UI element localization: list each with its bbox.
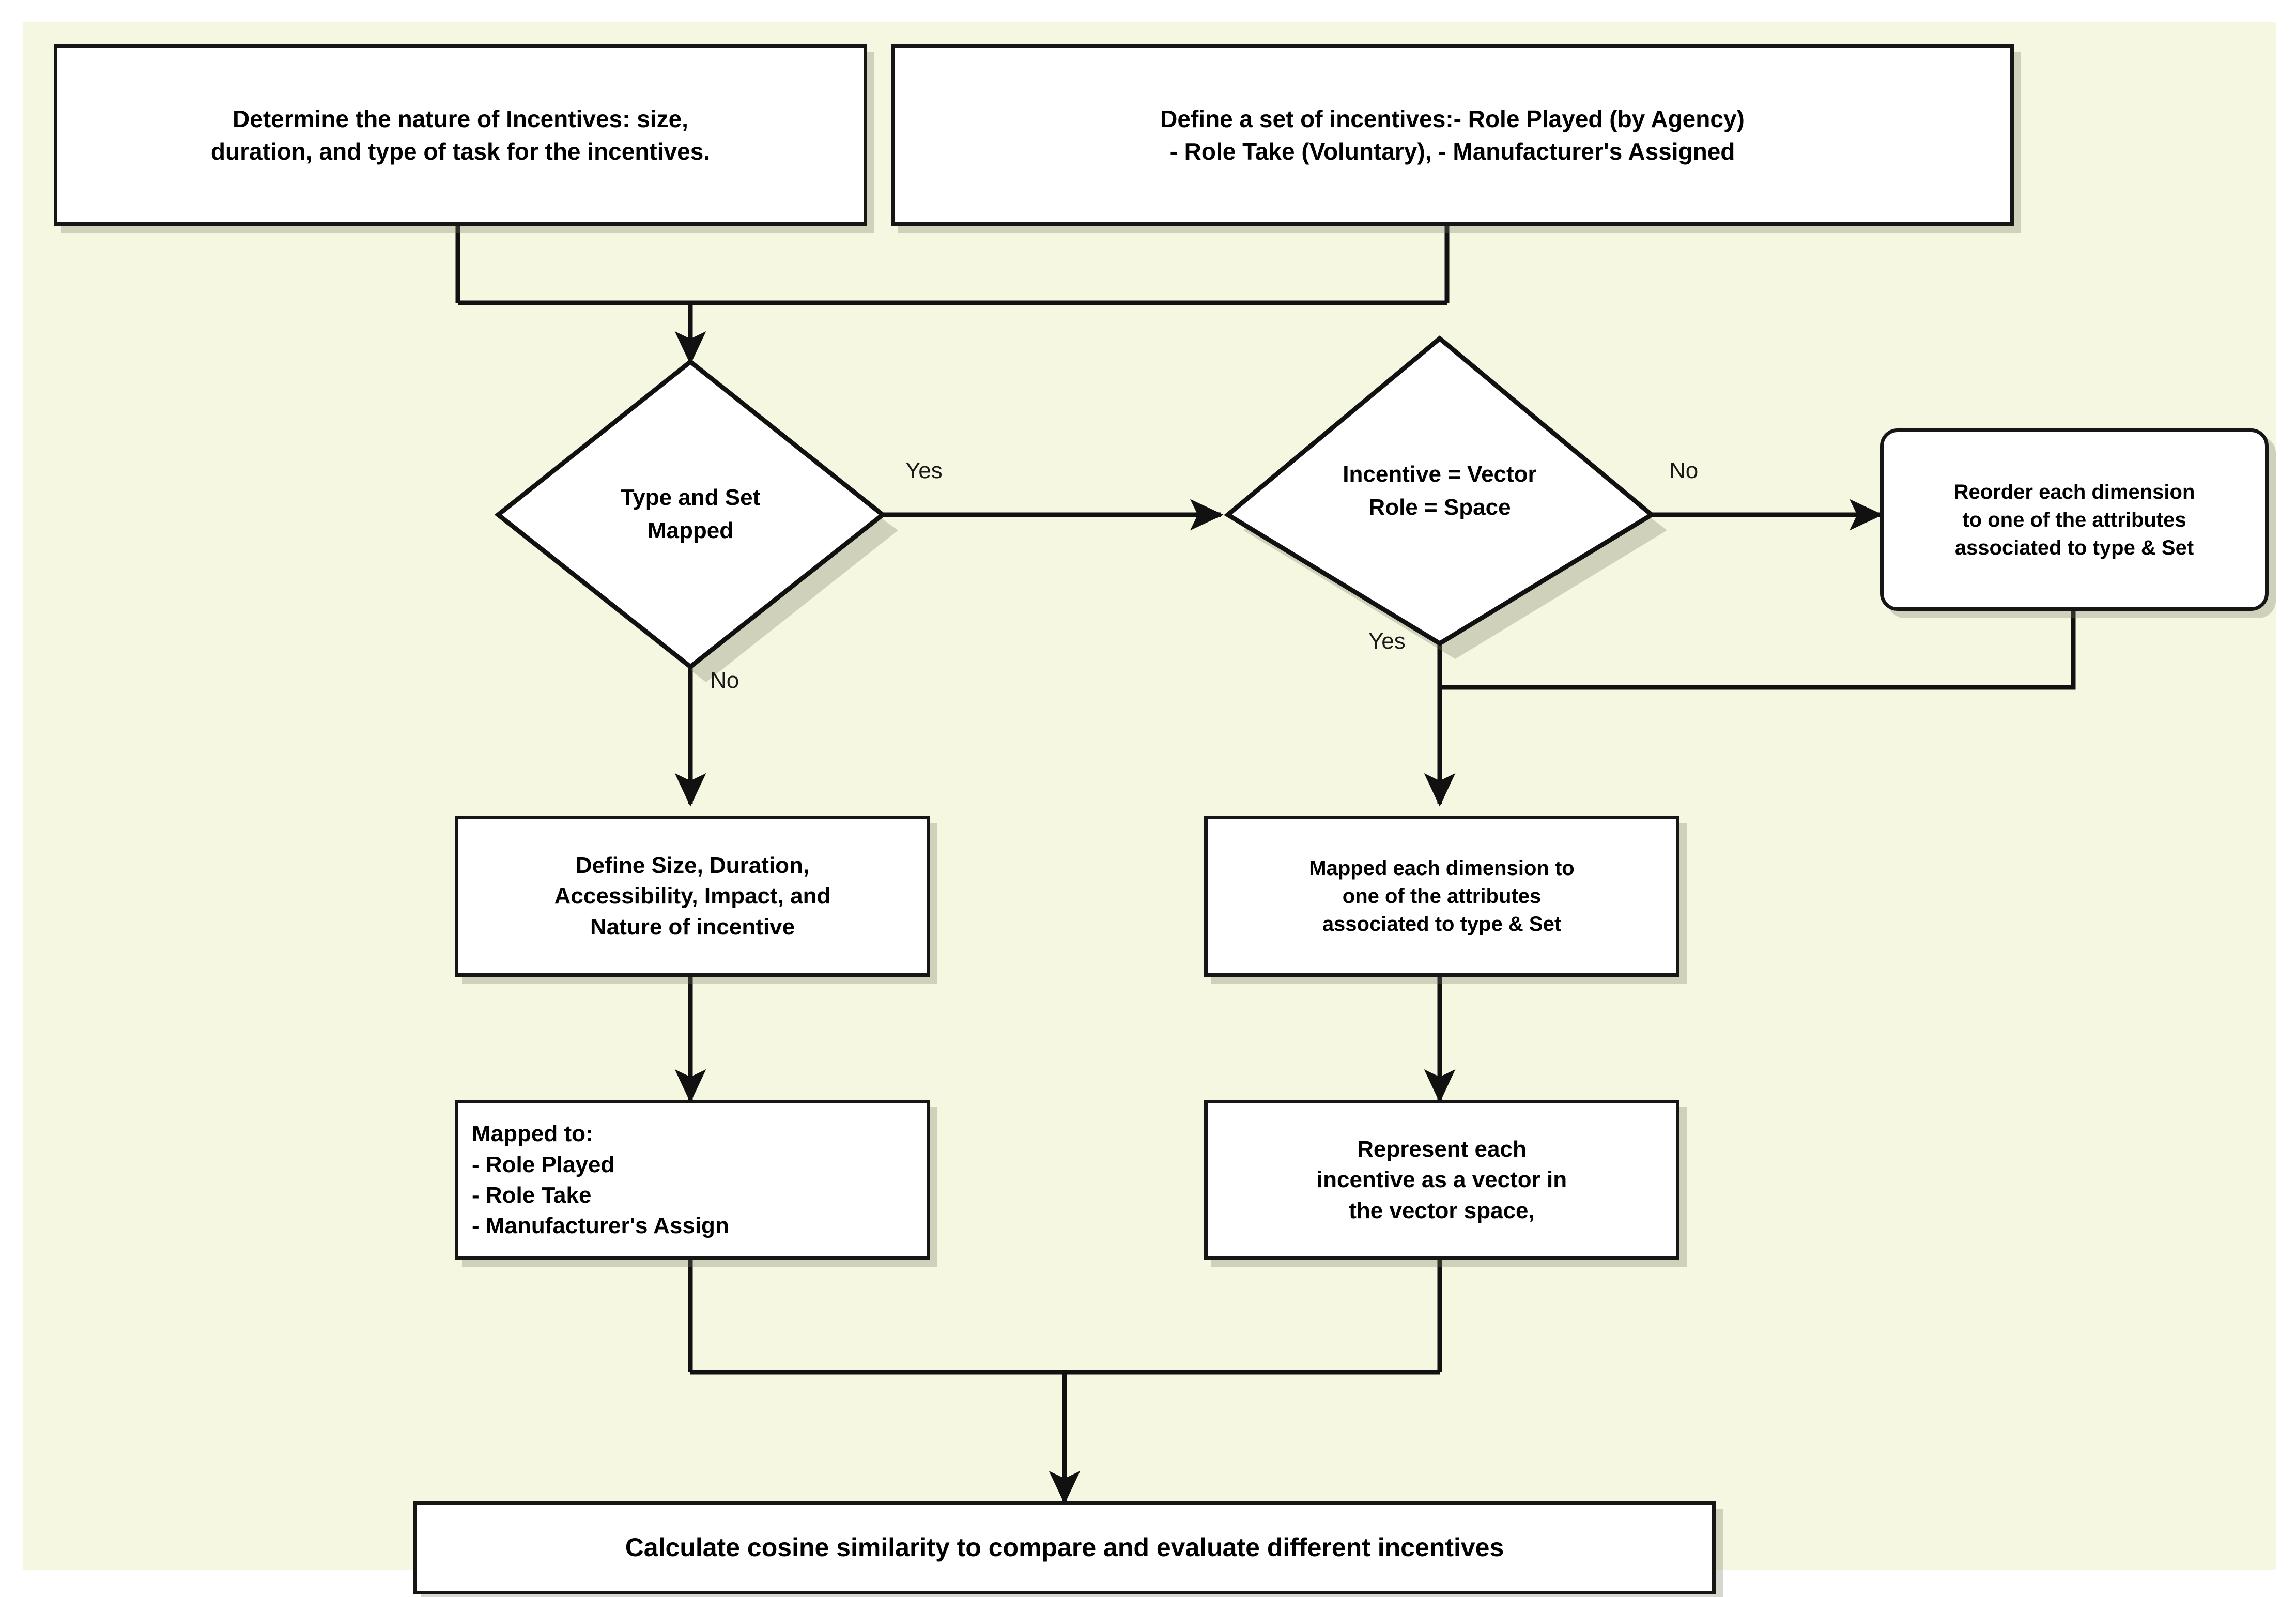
node-mapped-dimension[interactable]: Mapped each dimension to one of the attr… [1204,816,1679,977]
node-define-size[interactable]: Define Size, Duration, Accessibility, Im… [455,816,930,977]
node-incentive-vector[interactable]: Incentive = Vector Role = Space [1228,339,1652,643]
edge-label-no-type-set: No [710,668,739,693]
node-determine-nature[interactable]: Determine the nature of Incentives: size… [54,44,867,226]
node-define-set-label: Define a set of incentives:- Role Played… [1160,105,1745,165]
node-type-set-mapped[interactable]: Type and Set Mapped [498,362,883,667]
edge-label-no-incentive-vector: No [1669,458,1699,483]
node-calculate-cosine[interactable]: Calculate cosine similarity to compare a… [413,1501,1716,1594]
node-represent-vector[interactable]: Represent each incentive as a vector in … [1204,1100,1679,1260]
edge-label-yes-incentive-vector: Yes [1368,628,1406,654]
node-type-set-mapped-label: Type and Set Mapped [620,485,761,543]
node-mapped-to-label: Mapped to: - Role Played - Role Take - M… [472,1121,729,1239]
edge-label-yes-type-set: Yes [905,458,943,483]
node-mapped-to[interactable]: Mapped to: - Role Played - Role Take - M… [455,1100,930,1260]
node-reorder-dimension[interactable]: Reorder each dimension to one of the att… [1880,428,2269,611]
node-represent-vector-label: Represent each incentive as a vector in … [1316,1136,1567,1223]
node-mapped-dimension-label: Mapped each dimension to one of the attr… [1309,857,1575,935]
node-incentive-vector-label: Incentive = Vector Role = Space [1343,462,1537,520]
node-determine-nature-label: Determine the nature of Incentives: size… [210,105,711,165]
node-reorder-dimension-label: Reorder each dimension to one of the att… [1953,480,2195,559]
diagram-background [23,22,2276,1570]
node-define-size-label: Define Size, Duration, Accessibility, Im… [554,852,831,940]
node-define-set[interactable]: Define a set of incentives:- Role Played… [891,44,2014,226]
node-calculate-cosine-label: Calculate cosine similarity to compare a… [625,1533,1504,1562]
